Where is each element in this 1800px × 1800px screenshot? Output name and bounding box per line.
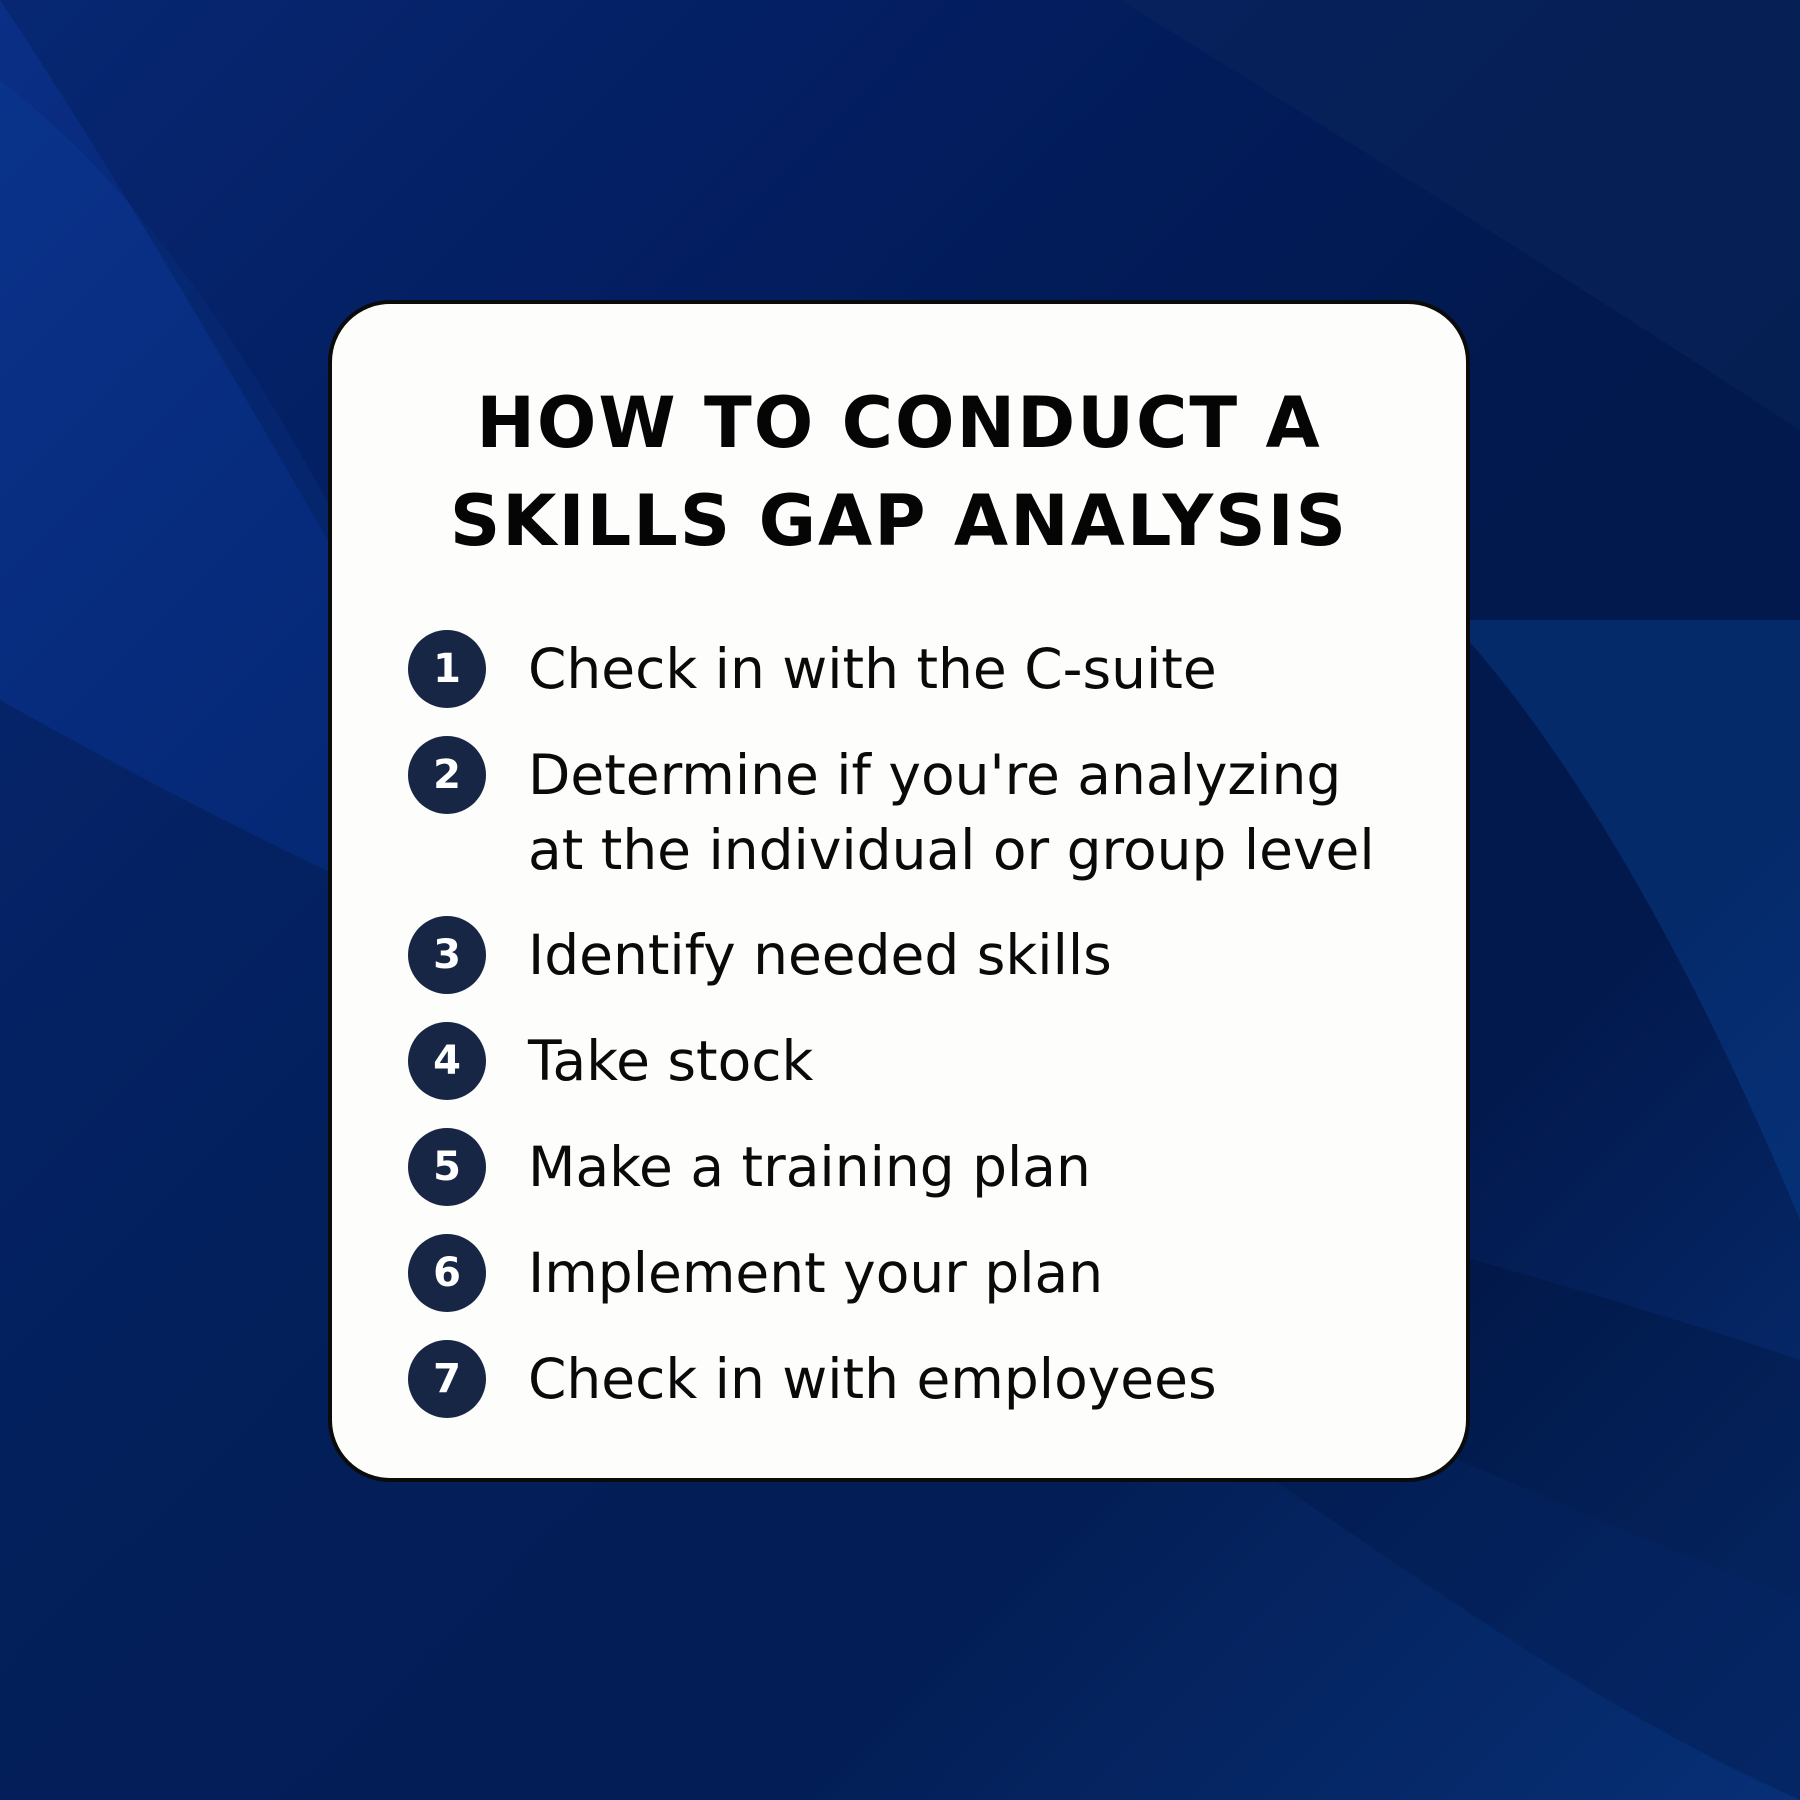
- step-text: Identify needed skills: [528, 923, 1112, 987]
- step-number-badge: 7: [408, 1340, 486, 1418]
- step-text: Take stock: [528, 1029, 814, 1093]
- step-item-1: 1 Check in with the C-suite: [408, 630, 1448, 708]
- background-wave: [1450, 620, 1800, 1220]
- card-title: HOW TO CONDUCT A SKILLS GAP ANALYSIS: [332, 374, 1466, 570]
- step-text: Implement your plan: [528, 1241, 1104, 1305]
- step-number-badge: 6: [408, 1234, 486, 1312]
- step-item-5: 5 Make a training plan: [408, 1128, 1448, 1206]
- step-text: Make a training plan: [528, 1135, 1091, 1199]
- step-text: Check in with employees: [528, 1347, 1217, 1411]
- steps-list: 1 Check in with the C-suite 2 Determine …: [408, 630, 1448, 1446]
- step-number-badge: 2: [408, 736, 486, 814]
- step-item-2: 2 Determine if you're analyzing at the i…: [408, 736, 1448, 888]
- step-number-badge: 4: [408, 1022, 486, 1100]
- step-item-3: 3 Identify needed skills: [408, 916, 1448, 994]
- step-text: Check in with the C-suite: [528, 637, 1217, 701]
- step-number-badge: 5: [408, 1128, 486, 1206]
- step-number-badge: 1: [408, 630, 486, 708]
- step-item-6: 6 Implement your plan: [408, 1234, 1448, 1312]
- step-text: Determine if you're analyzing at the ind…: [528, 743, 1375, 882]
- title-line-2: SKILLS GAP ANALYSIS: [449, 480, 1349, 562]
- background-wave: [1120, 0, 1800, 430]
- step-number-badge: 3: [408, 916, 486, 994]
- info-card: HOW TO CONDUCT A SKILLS GAP ANALYSIS 1 C…: [328, 300, 1470, 1482]
- step-item-4: 4 Take stock: [408, 1022, 1448, 1100]
- title-line-1: HOW TO CONDUCT A: [476, 382, 1322, 464]
- step-item-7: 7 Check in with employees: [408, 1340, 1448, 1418]
